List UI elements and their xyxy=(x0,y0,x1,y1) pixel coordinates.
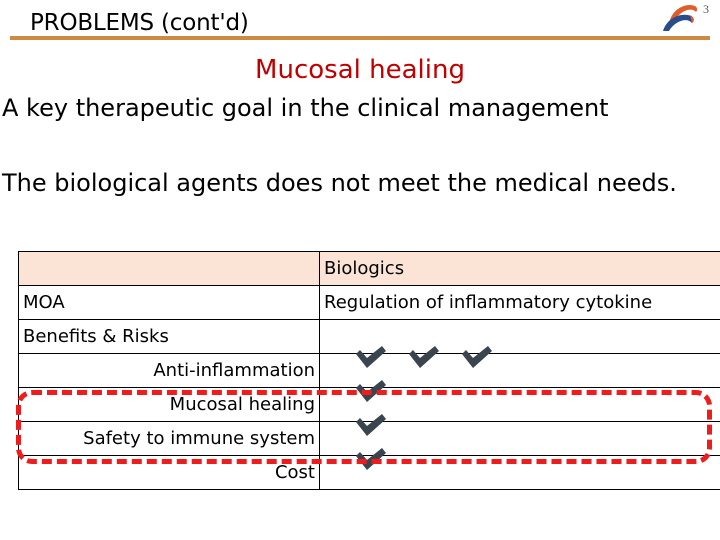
body-paragraph: The biological agents does not meet the … xyxy=(2,169,677,197)
slide-subtitle: Mucosal healing xyxy=(255,55,465,85)
check-mark-group xyxy=(354,447,388,473)
table-header-biologics: Biologics xyxy=(319,251,720,286)
table-header-label-cell xyxy=(18,251,320,286)
check-icon xyxy=(407,345,441,371)
table-row-label: Mucosal healing xyxy=(18,387,320,422)
table-row: Biologics xyxy=(18,251,720,286)
check-icon xyxy=(354,413,388,439)
table-row-label: MOA xyxy=(18,285,320,320)
lead-statement: A key therapeutic goal in the clinical m… xyxy=(2,94,609,122)
table-row-label: Cost xyxy=(18,455,320,490)
table-row-label: Safety to immune system xyxy=(18,421,320,456)
table-row-label: Benefits & Risks xyxy=(18,319,320,354)
table-row-label: Anti-inflammation xyxy=(18,353,320,388)
page-number: 3 xyxy=(703,2,709,16)
check-icon xyxy=(354,379,388,405)
table-row-value xyxy=(319,448,720,490)
check-mark-group xyxy=(354,413,388,439)
table-row: Benefits & Risks xyxy=(18,319,720,354)
check-mark-group xyxy=(354,345,494,371)
title-underline-rule xyxy=(10,36,710,40)
table-row: Safety to immune system xyxy=(18,414,720,456)
table-row: Anti-inflammation xyxy=(18,346,720,388)
check-icon xyxy=(354,447,388,473)
check-mark-group xyxy=(354,379,388,405)
table-row-value xyxy=(319,414,720,456)
check-icon xyxy=(354,345,388,371)
table-row: Cost xyxy=(18,448,720,490)
table-row-value: Regulation of inflammatory cytokine xyxy=(319,285,720,320)
page-title: PROBLEMS (cont'd) xyxy=(30,10,249,36)
company-swoosh-logo xyxy=(661,1,699,33)
check-icon xyxy=(460,345,494,371)
table-row-value xyxy=(319,319,720,354)
